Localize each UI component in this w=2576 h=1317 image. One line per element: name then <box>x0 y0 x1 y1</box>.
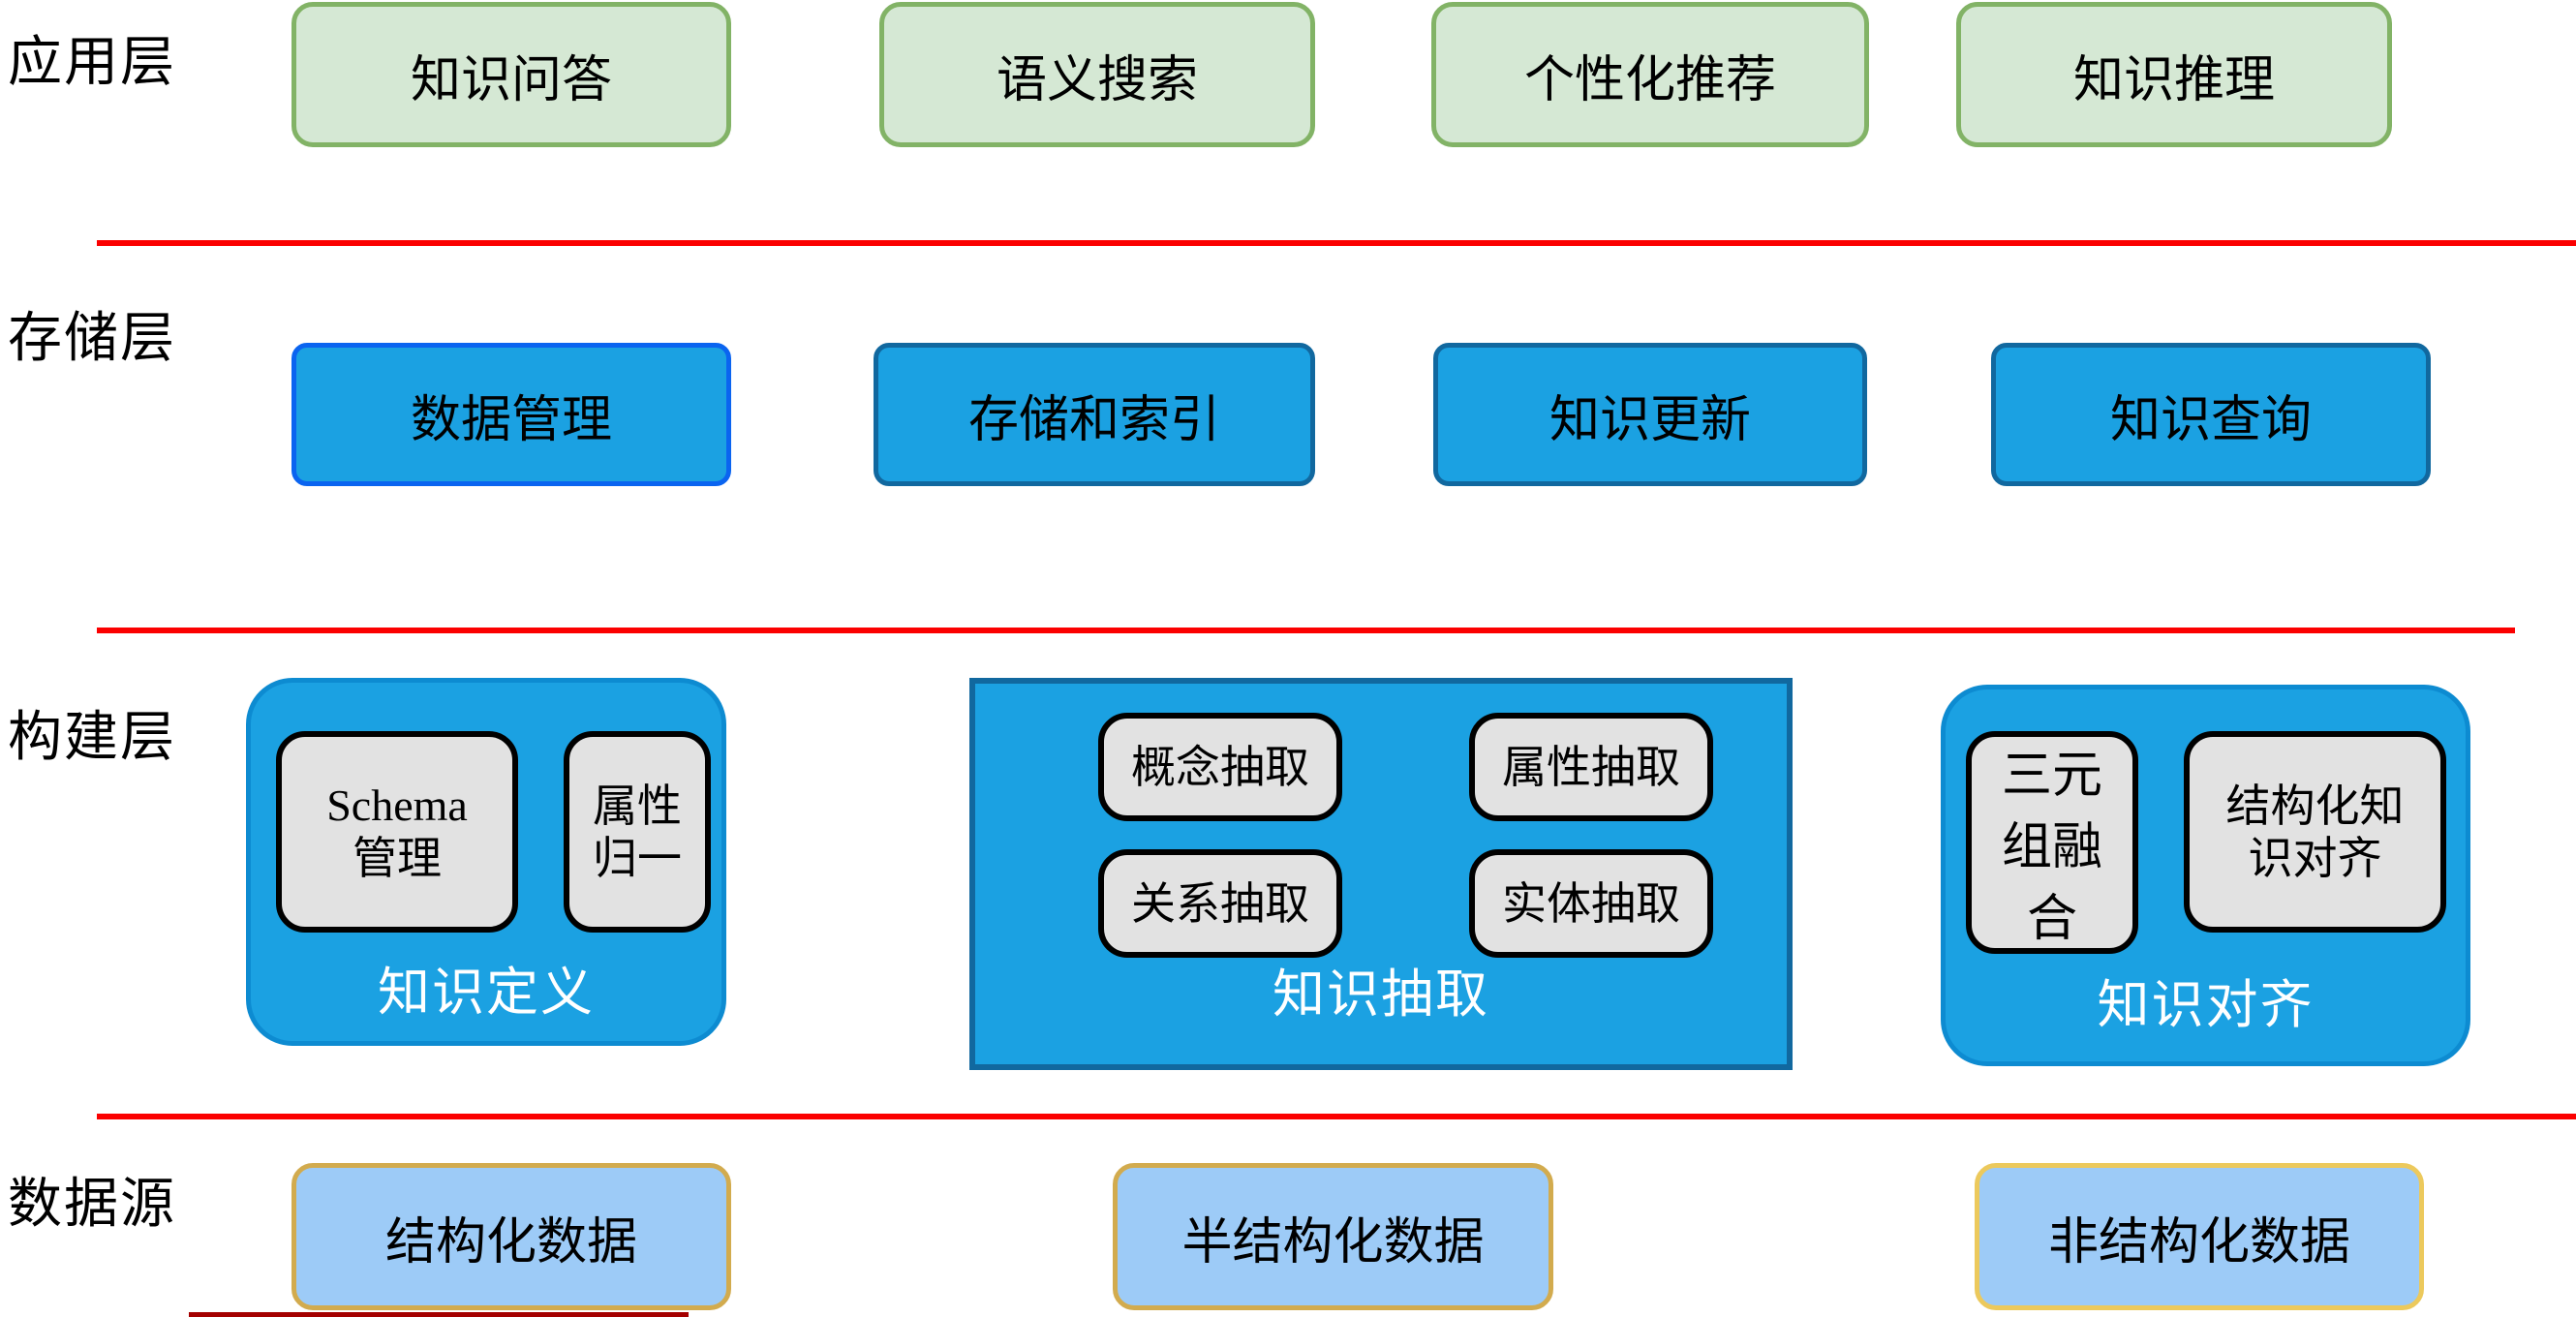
source-box-unstructured-data: 非结构化数据 <box>1975 1163 2424 1310</box>
inner-box-label-line: 合 <box>2026 890 2077 947</box>
inner-box-label: 关系抽取 <box>1131 877 1309 929</box>
separator-line-3 <box>97 1114 2576 1119</box>
source-box-structured-data: 结构化数据 <box>291 1163 731 1310</box>
inner-box-schema-management: Schema 管理 <box>276 731 518 933</box>
app-box-label: 知识推理 <box>2072 51 2275 108</box>
inner-box-attribute-extraction: 属性抽取 <box>1469 713 1713 821</box>
storage-box-data-management: 数据管理 <box>291 343 731 486</box>
storage-box-knowledge-update: 知识更新 <box>1433 343 1867 486</box>
app-box-label: 语义搜索 <box>996 51 1198 108</box>
inner-box-concept-extraction: 概念抽取 <box>1098 713 1342 821</box>
app-box-personalized-recommendation: 个性化推荐 <box>1431 2 1869 147</box>
inner-box-label: 属性抽取 <box>1502 741 1680 792</box>
source-box-label: 非结构化数据 <box>2047 1213 2350 1271</box>
construction-layer-label: 构建层 <box>8 706 176 767</box>
source-box-semi-structured-data: 半结构化数据 <box>1113 1163 1553 1310</box>
inner-box-label-line: 组融 <box>2001 818 2102 875</box>
storage-box-label: 知识查询 <box>2109 391 2312 448</box>
app-box-label: 个性化推荐 <box>1523 51 1776 108</box>
datasource-layer-label: 数据源 <box>8 1173 176 1234</box>
app-box-knowledge-reasoning: 知识推理 <box>1956 2 2392 147</box>
storage-box-label: 知识更新 <box>1549 391 1751 448</box>
inner-box-label-line: 属性 <box>593 780 682 831</box>
container-label-knowledge-extraction: 知识抽取 <box>1273 965 1489 1024</box>
separator-line-4-partial <box>189 1312 689 1317</box>
container-knowledge-alignment: 三元 组融 合 结构化知 识对齐 知识对齐 <box>1941 685 2470 1066</box>
app-box-label: 知识问答 <box>410 51 612 108</box>
inner-box-label-line: 三元 <box>2001 748 2102 804</box>
separator-line-2 <box>97 628 2515 633</box>
inner-box-label: 概念抽取 <box>1131 741 1309 792</box>
storage-box-label: 存储和索引 <box>967 391 1220 448</box>
application-layer-label: 应用层 <box>8 31 176 92</box>
inner-box-label-line: 管理 <box>353 833 442 883</box>
inner-box-attribute-normalization: 属性 归一 <box>564 731 711 933</box>
inner-box-label-line: 结构化知 <box>2225 780 2405 831</box>
container-knowledge-extraction: 概念抽取 属性抽取 关系抽取 实体抽取 知识抽取 <box>969 678 1793 1070</box>
inner-box-label: 实体抽取 <box>1502 877 1680 929</box>
storage-box-label: 数据管理 <box>410 391 612 448</box>
inner-box-label-line: 归一 <box>593 833 682 883</box>
inner-box-label-line: Schema <box>326 780 468 830</box>
container-label-knowledge-alignment: 知识对齐 <box>2097 976 2315 1034</box>
source-box-label: 半结构化数据 <box>1181 1213 1485 1271</box>
container-label-knowledge-definition: 知识定义 <box>378 964 595 1022</box>
inner-box-label-line: 识对齐 <box>2248 833 2382 883</box>
source-box-label: 结构化数据 <box>384 1213 637 1271</box>
app-box-semantic-search: 语义搜索 <box>879 2 1315 147</box>
inner-box-entity-extraction: 实体抽取 <box>1469 849 1713 958</box>
inner-box-triple-fusion: 三元 组融 合 <box>1966 731 2138 954</box>
storage-box-knowledge-query: 知识查询 <box>1991 343 2431 486</box>
storage-box-storage-and-index: 存储和索引 <box>874 343 1315 486</box>
separator-line-1 <box>97 240 2576 246</box>
inner-box-structured-knowledge-alignment: 结构化知 识对齐 <box>2184 731 2446 933</box>
app-box-knowledge-qa: 知识问答 <box>291 2 731 147</box>
container-knowledge-definition: Schema 管理 属性 归一 知识定义 <box>246 678 726 1046</box>
storage-layer-label: 存储层 <box>8 307 176 368</box>
inner-box-relation-extraction: 关系抽取 <box>1098 849 1342 958</box>
